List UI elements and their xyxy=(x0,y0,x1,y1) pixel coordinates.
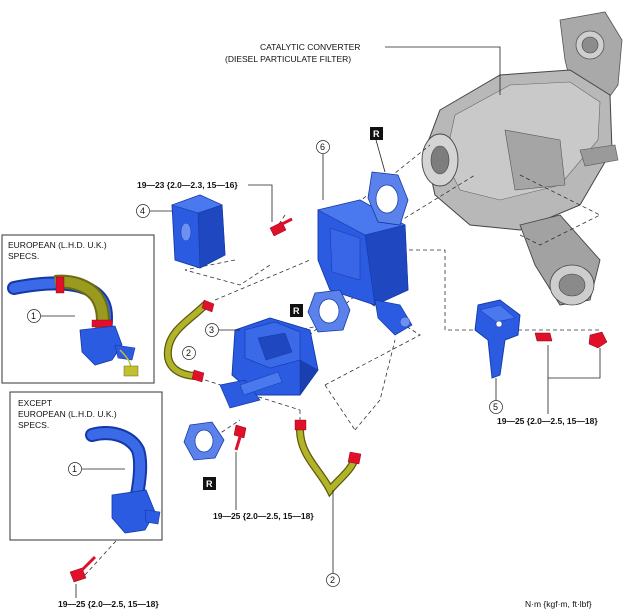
torque-right: 19—25 {2.0—2.5, 15—18} xyxy=(497,416,598,426)
bolt-mid xyxy=(233,424,247,451)
svg-text:R: R xyxy=(373,129,380,139)
bolt-top xyxy=(269,217,293,237)
part-2-hose-lower xyxy=(294,419,362,498)
bolt-right-2 xyxy=(588,331,608,349)
bolt-right-1 xyxy=(534,332,553,342)
except-title-3: SPECS. xyxy=(18,420,49,430)
part-4-bracket xyxy=(171,194,226,269)
callout-1-except: 1 xyxy=(72,464,77,474)
callout-2-lower: 2 xyxy=(330,575,335,585)
callout-2-upper: 2 xyxy=(186,348,191,358)
gasket-lower xyxy=(183,421,225,461)
units-label: N·m {kgf·m, ft·lbf} xyxy=(525,599,592,609)
svg-text:R: R xyxy=(206,479,213,489)
replace-badge-2 xyxy=(290,304,303,317)
torque-top: 19—23 {2.0—2.3, 15—16} xyxy=(137,180,238,190)
except-title-1: EXCEPT xyxy=(18,398,52,408)
part-6-egr-cooler xyxy=(317,199,413,336)
part-2-hose-upper xyxy=(163,299,215,383)
part-5-bracket xyxy=(474,299,521,379)
svg-text:R: R xyxy=(293,306,300,316)
torque-mid: 19—25 {2.0—2.5, 15—18} xyxy=(213,511,314,521)
bolt-bottom-left xyxy=(69,555,97,583)
part-3-egr-valve xyxy=(219,317,319,409)
except-title-2: EUROPEAN (L.H.D. U.K.) xyxy=(18,409,117,419)
callout-4: 4 xyxy=(140,206,145,216)
catalytic-converter xyxy=(421,11,623,306)
inset-european: EUROPEAN (L.H.D. U.K.) SPECS. 1 xyxy=(1,234,155,384)
european-title-2: SPECS. xyxy=(8,251,39,261)
torque-bottom-left: 19—25 {2.0—2.5, 15—18} xyxy=(58,599,159,609)
callout-1-european: 1 xyxy=(31,311,36,321)
replace-badge-3 xyxy=(203,477,216,490)
inset-except-european: EXCEPT EUROPEAN (L.H.D. U.K.) SPECS. 1 xyxy=(9,391,163,541)
callout-5: 5 xyxy=(493,402,498,412)
european-title-1: EUROPEAN (L.H.D. U.K.) xyxy=(8,240,107,250)
gasket-upper xyxy=(367,171,409,226)
leader-catalytic-converter xyxy=(385,46,501,95)
replace-badge-1 xyxy=(370,127,383,140)
callout-6: 6 xyxy=(320,142,325,152)
label-catalytic-converter-2: (DIESEL PARTICULATE FILTER) xyxy=(225,54,351,64)
label-catalytic-converter-1: CATALYTIC CONVERTER xyxy=(260,42,360,52)
callout-3: 3 xyxy=(209,325,214,335)
gasket-middle xyxy=(307,289,351,333)
leader-torque-right xyxy=(547,345,601,379)
